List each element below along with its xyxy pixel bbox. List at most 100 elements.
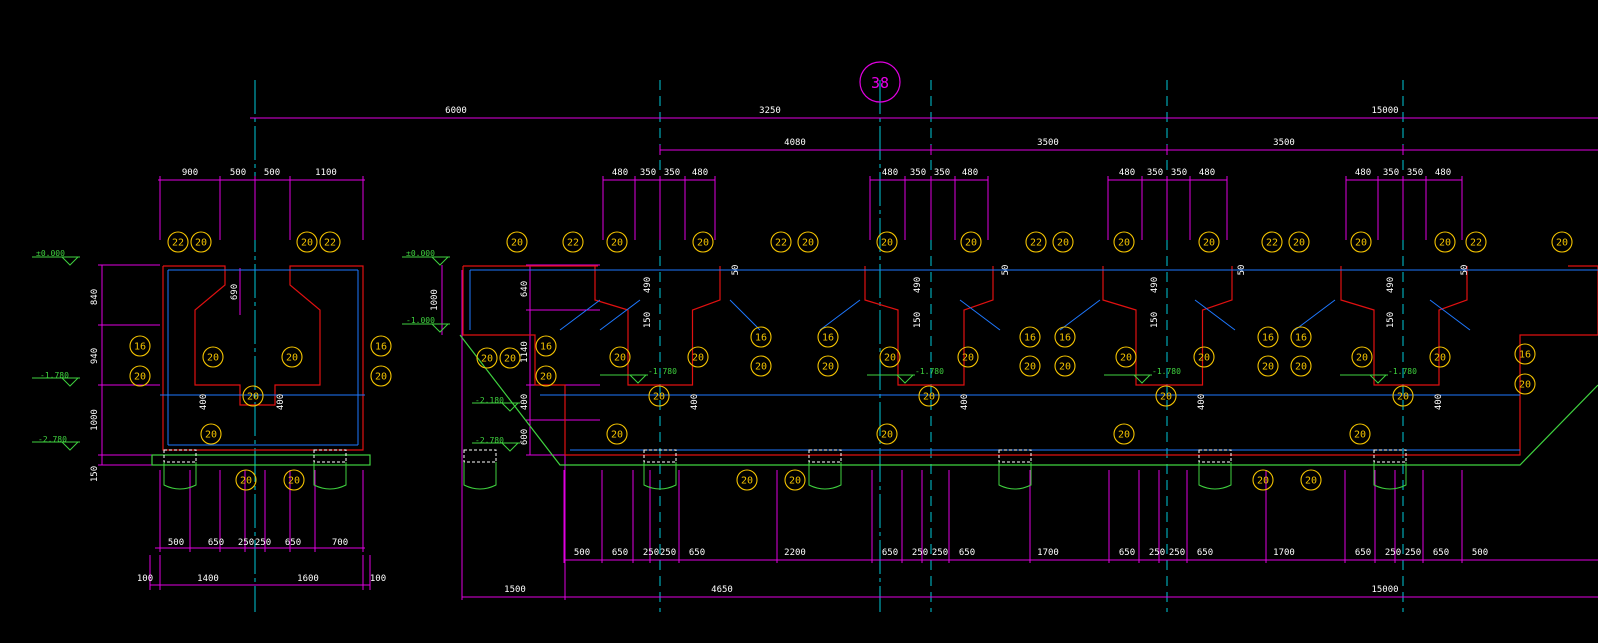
- rebar-diagonal: [819, 299, 861, 331]
- rebar-callout-circle: [1350, 231, 1372, 253]
- rebar-callout-circle: [1514, 343, 1536, 365]
- rebar-callout-label: 22: [567, 238, 579, 249]
- pile-cap: [643, 449, 677, 463]
- rebar-callout-label: 20: [1295, 362, 1307, 373]
- rebar-callout-label: 20: [1160, 392, 1172, 403]
- pile-shaft: [163, 462, 197, 490]
- dim-lb-700: 700: [332, 538, 348, 548]
- web-outline: [864, 266, 994, 386]
- rebar-diagonal: [559, 299, 601, 331]
- dim-web-50: 50: [1001, 265, 1011, 276]
- rebar-diagonal: [1059, 299, 1101, 331]
- elevation-markers: [32, 256, 1388, 452]
- rebar-callout-label: 20: [697, 238, 709, 249]
- rebar-callout-circle: [1054, 355, 1076, 377]
- dim-main-bottom-value: 2200: [784, 548, 806, 558]
- rebar-callout-circle: [200, 423, 222, 445]
- dim-main-350: 350: [640, 168, 656, 178]
- rebar-callout-label: 16: [540, 342, 552, 353]
- level-web-1780: -1.780: [1388, 367, 1417, 376]
- rebar-callout-label: 20: [1434, 353, 1446, 364]
- rebar-callout-label: 20: [504, 354, 516, 365]
- dim-web-400: 400: [1434, 394, 1444, 410]
- rebar-callout-circle: [283, 469, 305, 491]
- rebar-callout-label: 20: [881, 430, 893, 441]
- rebar-callout-label: 20: [1203, 238, 1215, 249]
- rebar-callout-label: 16: [1262, 333, 1274, 344]
- dim-mb2-15000: 15000: [1371, 585, 1398, 595]
- web-outline: [594, 266, 721, 386]
- rebar-callout-circle: [1288, 231, 1310, 253]
- pile-shaft: [643, 462, 677, 490]
- rebar-callout-circle: [535, 335, 557, 357]
- dim-main-480: 480: [612, 168, 628, 178]
- dim-lb-250a: 250: [238, 538, 254, 548]
- rebar-callout-circle: [296, 231, 318, 253]
- dim-web-490: 490: [1150, 277, 1160, 293]
- dim-left-v-150: 150: [90, 466, 100, 482]
- left-footing-outline: [162, 265, 364, 451]
- rebar-callout-circle: [1198, 231, 1220, 253]
- web-vertical-dims: 490 150 50 400 490 150 50 400 490 150 50…: [643, 265, 1470, 411]
- rebar-callout-label: 20: [1198, 353, 1210, 364]
- level-web-1780: -1.780: [648, 367, 677, 376]
- rebar-callout-circle: [797, 231, 819, 253]
- pile-shaft: [463, 462, 497, 490]
- rebar-callout-label: 20: [611, 238, 623, 249]
- pile-cap: [163, 449, 197, 463]
- pile-cap: [313, 449, 347, 463]
- rebar-callout-label: 20: [1059, 362, 1071, 373]
- rebar-callout-circle: [918, 385, 940, 407]
- dim-left-v-400a: 400: [199, 394, 209, 410]
- dim-lb2-100a: 100: [137, 574, 153, 584]
- rebar-callout-circle: [1514, 373, 1536, 395]
- rebar-diagonal: [1294, 299, 1336, 331]
- rebar-callout-circle: [957, 346, 979, 368]
- dim-main-bottom-value: 250: [643, 548, 659, 558]
- rebar-callout-label: 20: [247, 392, 259, 403]
- dim-lb2-1400: 1400: [197, 574, 219, 584]
- rebar-callout-label: 20: [611, 430, 623, 441]
- rebar-callout-label: 16: [134, 342, 146, 353]
- rebar-callout-circle: [960, 231, 982, 253]
- rebar-callout-label: 22: [172, 238, 184, 249]
- pile-shaft: [313, 462, 347, 490]
- pile-symbols: [163, 449, 1407, 490]
- dim-left-v-690: 690: [230, 284, 240, 300]
- rebar-callout-circle: [319, 231, 341, 253]
- rebar-callout-label: 22: [775, 238, 787, 249]
- rebar-callout-label: 20: [692, 353, 704, 364]
- dim-main-bottom-value: 650: [1119, 548, 1135, 558]
- rebar-callout-circle: [876, 423, 898, 445]
- rebar-callout-circle: [129, 335, 151, 357]
- rebar-callout-label: 20: [375, 372, 387, 383]
- rebar-callout-circle: [1465, 231, 1487, 253]
- rebar-callout-label: 20: [301, 238, 313, 249]
- level-main-1000: -1.000: [406, 316, 435, 325]
- rebar-callout-circle: [1300, 469, 1322, 491]
- web-outline: [1102, 266, 1233, 386]
- rebar-callout-label: 20: [1118, 238, 1130, 249]
- rebar-callout-circle: [1392, 385, 1414, 407]
- rebar-callout-circle: [817, 326, 839, 348]
- rebar-callout-label: 20: [1439, 238, 1451, 249]
- rebar-callout-circle: [1551, 231, 1573, 253]
- rebar-callout-label: 20: [755, 362, 767, 373]
- dim-main-480: 480: [1355, 168, 1371, 178]
- dim-main-bottom-value: 250: [912, 548, 928, 558]
- rebar-callout-circle: [1054, 326, 1076, 348]
- dim-web-150: 150: [1150, 312, 1160, 328]
- rebar-callout-circle: [1290, 326, 1312, 348]
- dim-top2-4080: 4080: [784, 138, 806, 148]
- dim-main-bottom-value: 1700: [1037, 548, 1059, 558]
- rebar-callout-circle: [648, 385, 670, 407]
- rebar-callout-circle: [817, 355, 839, 377]
- rebar-callout-circle: [370, 365, 392, 387]
- dim-main-bottom-value: 250: [1169, 548, 1185, 558]
- rebar-callout-circle: [1261, 231, 1283, 253]
- dim-main-350: 350: [934, 168, 950, 178]
- dim-web-150: 150: [1386, 312, 1396, 328]
- dim-web-400: 400: [960, 394, 970, 410]
- rebar-diagonal: [729, 299, 761, 331]
